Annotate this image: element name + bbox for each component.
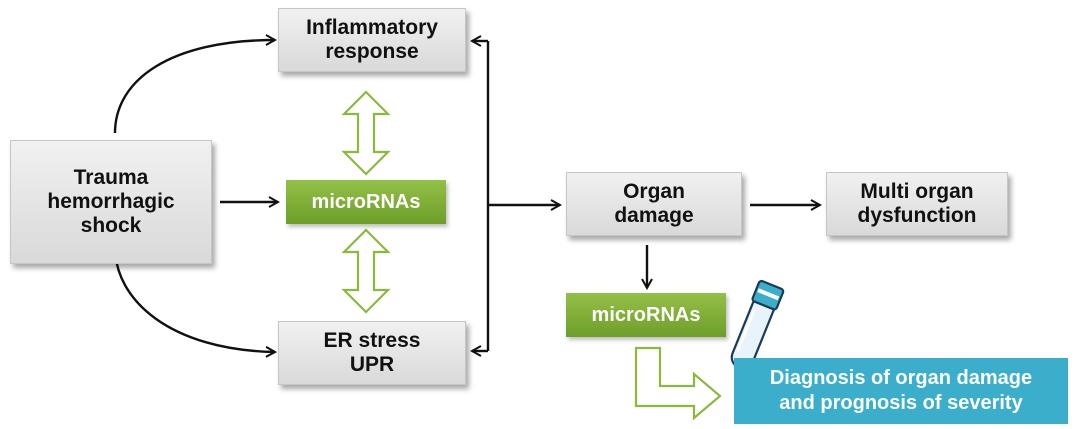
arrow-trauma-to-inflammatory [113,40,275,134]
organ-damage-node: Organ damage [566,172,742,236]
inflammatory-response-node: Inflammatory response [278,8,466,72]
er-stress-node: ER stress UPR [278,321,466,385]
multi-organ-dysfunction-node: Multi organ dysfunction [826,172,1008,236]
microrna-node-biomarker: microRNAs [566,293,726,337]
double-arrow-upper [341,90,391,176]
trauma-node: Trauma hemorrhagic shock [10,140,212,264]
bent-arrow-to-diagnosis [634,346,722,421]
microrna-node-center: microRNAs [286,180,446,224]
diagnosis-node: Diagnosis of organ damage and prognosis … [734,358,1068,424]
arrow-trauma-to-er-stress [113,246,275,352]
double-arrow-lower [341,228,391,314]
